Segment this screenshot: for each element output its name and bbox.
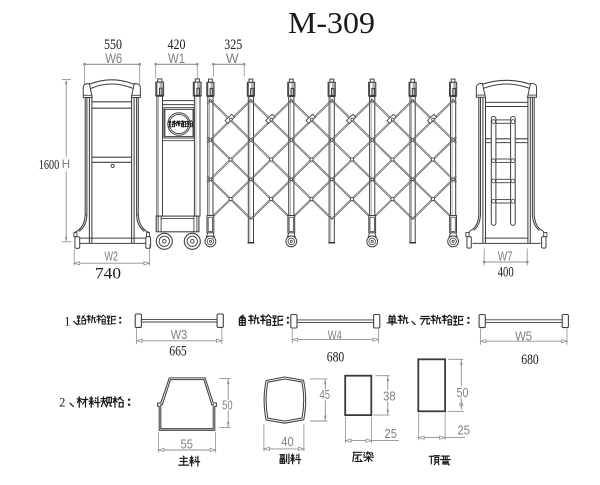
svg-text:H: H [62, 159, 70, 171]
svg-text:740: 740 [95, 266, 121, 283]
svg-text:50: 50 [457, 385, 469, 400]
svg-text:50: 50 [222, 397, 233, 412]
svg-text:55: 55 [181, 436, 194, 451]
svg-text:25: 25 [385, 426, 398, 441]
svg-text:W1: W1 [168, 51, 185, 66]
svg-text:W3: W3 [171, 327, 188, 342]
svg-text:1600: 1600 [39, 157, 60, 172]
svg-text:1: 1 [64, 315, 70, 329]
svg-text:M-309: M-309 [288, 6, 375, 40]
svg-text:W6: W6 [105, 51, 122, 66]
svg-text:325: 325 [224, 37, 242, 53]
svg-text:400: 400 [498, 264, 514, 280]
svg-text:680: 680 [327, 350, 345, 366]
svg-text:25: 25 [458, 422, 471, 437]
svg-text:2: 2 [59, 396, 65, 410]
svg-text:W2: W2 [105, 249, 119, 264]
svg-text:40: 40 [281, 434, 294, 449]
svg-text:550: 550 [104, 37, 122, 53]
svg-text:W: W [226, 51, 239, 66]
svg-text:38: 38 [383, 388, 396, 403]
svg-text:420: 420 [168, 37, 186, 53]
svg-text:W4: W4 [328, 327, 342, 342]
svg-text:680: 680 [521, 352, 539, 368]
svg-text:45: 45 [319, 387, 330, 402]
svg-text:665: 665 [169, 344, 187, 360]
svg-text:W5: W5 [515, 328, 532, 343]
svg-text:W7: W7 [498, 248, 513, 263]
